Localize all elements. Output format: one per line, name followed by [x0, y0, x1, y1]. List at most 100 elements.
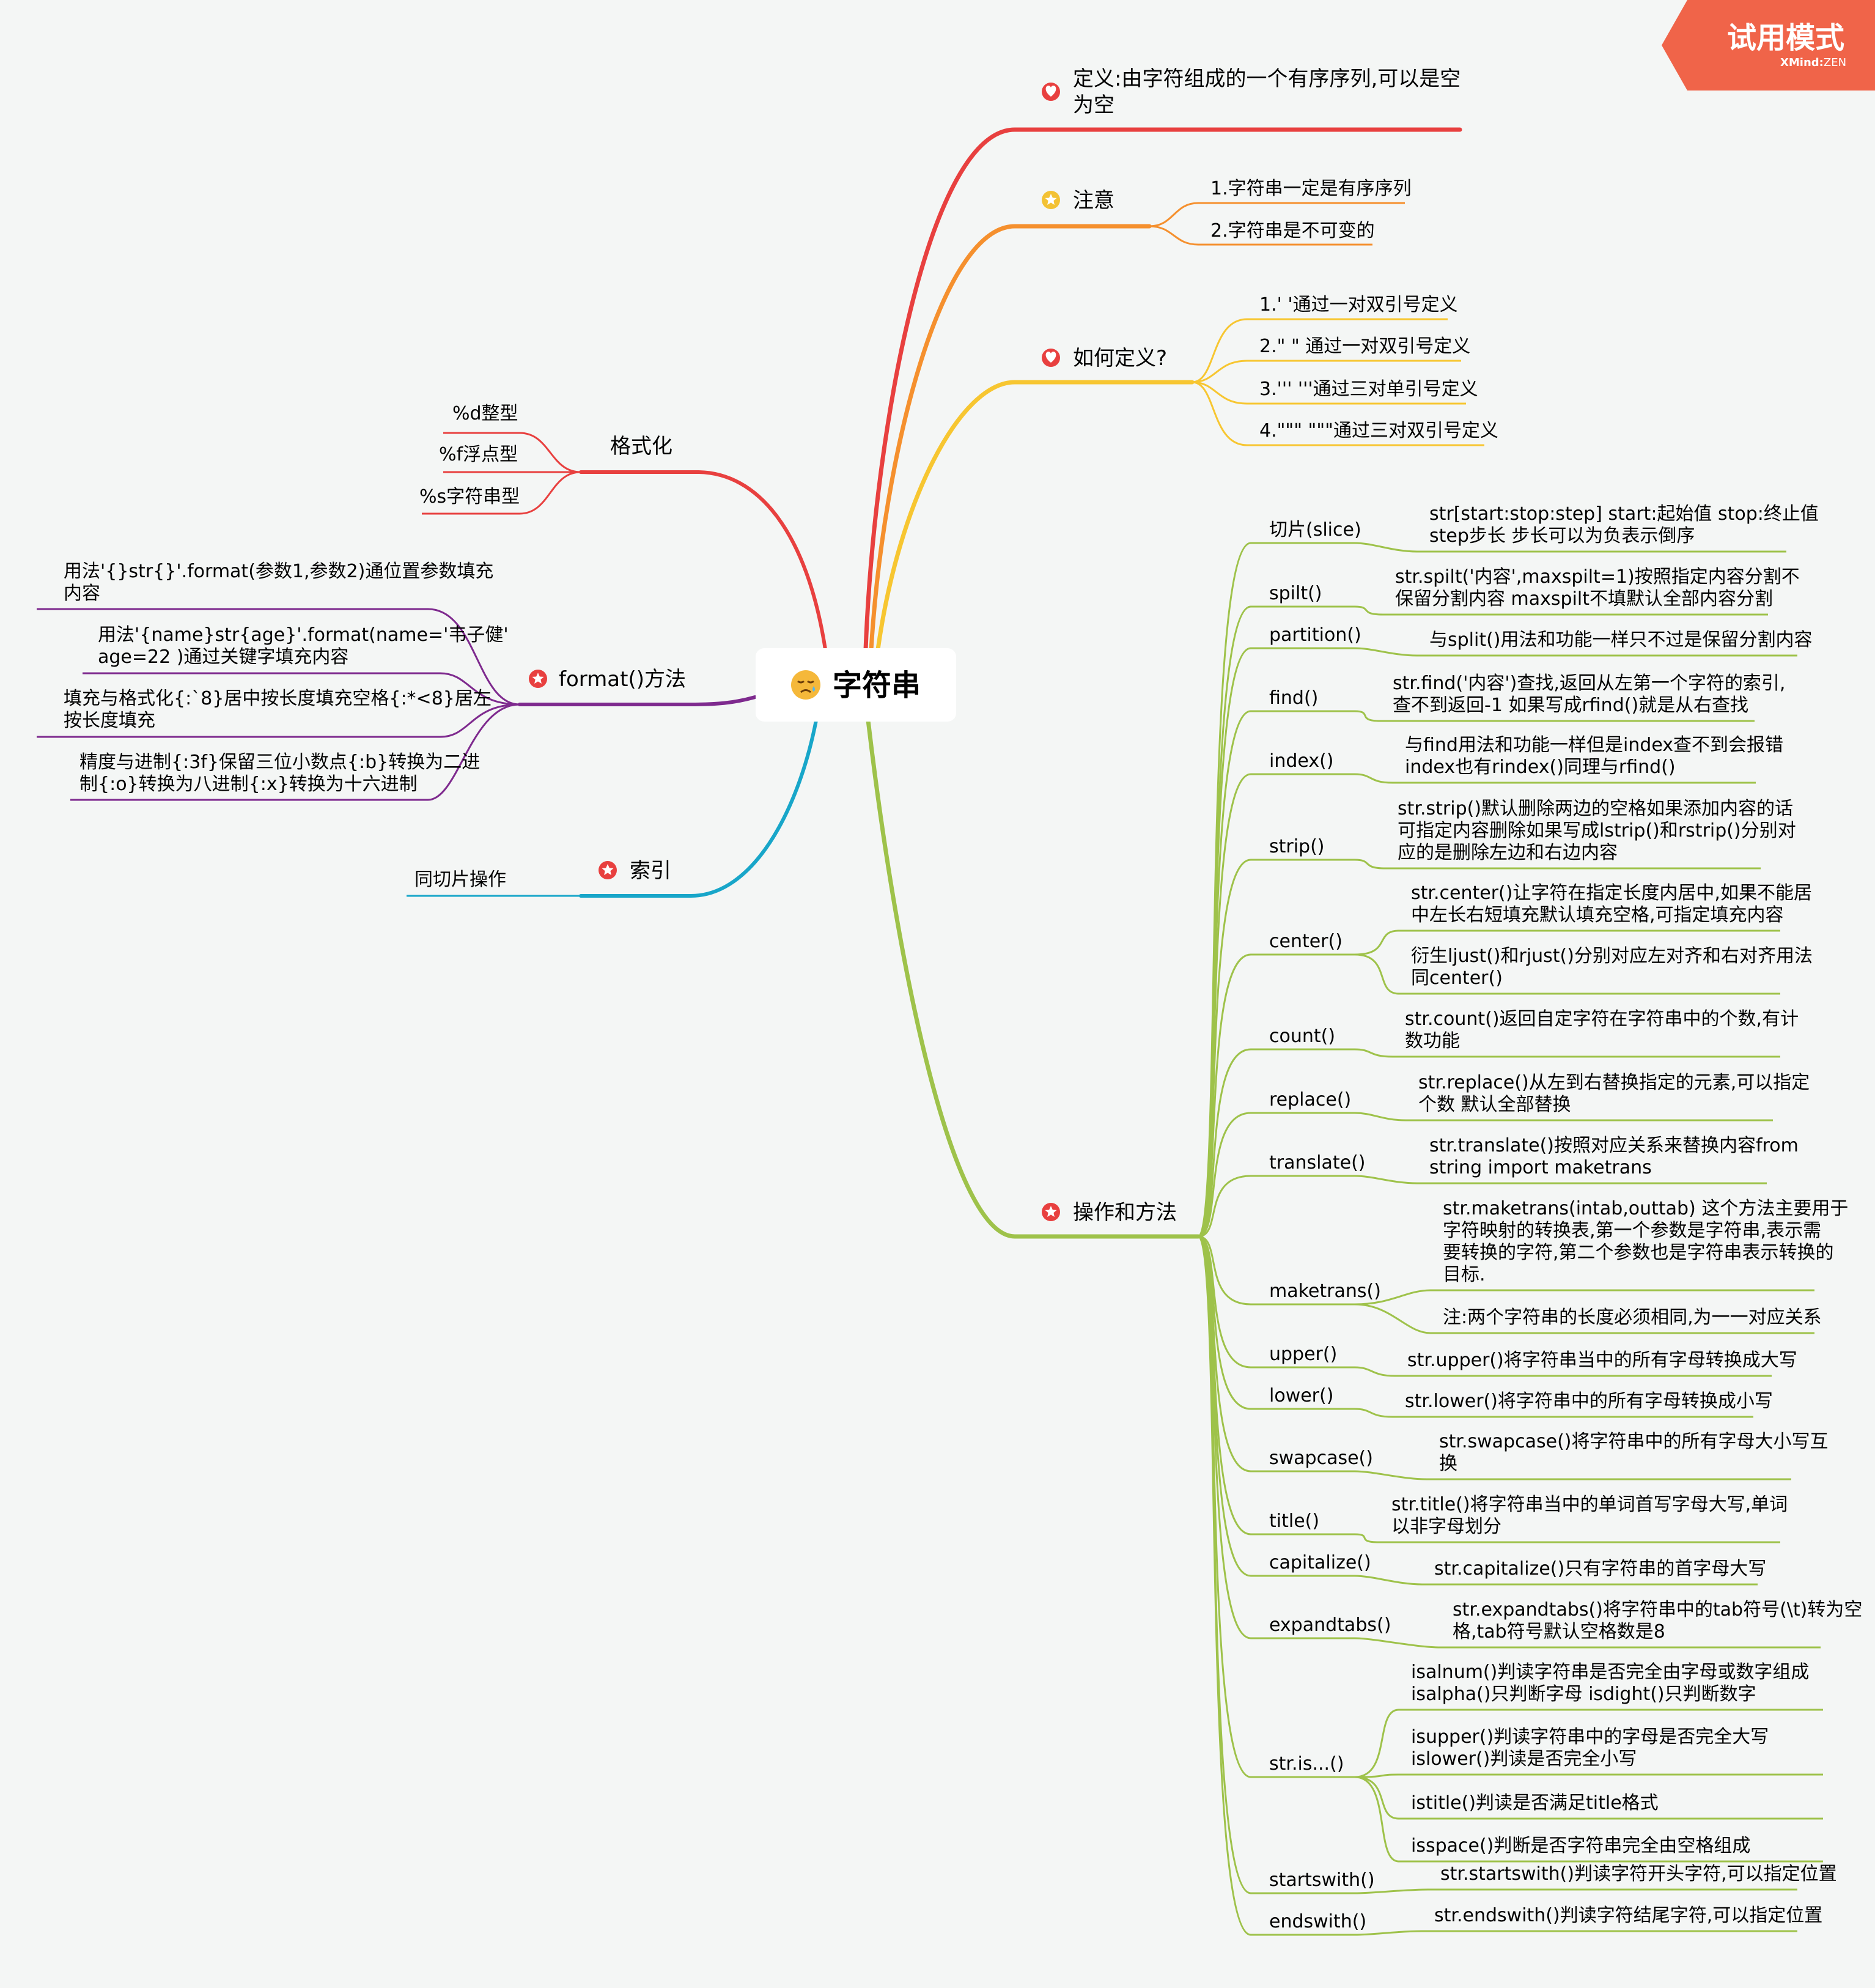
definition-line1: 定义:由字符组成的一个有序序列,可以是空 — [1073, 67, 1461, 91]
ops-desc-connector — [1354, 929, 1780, 956]
format-pct-item-3: %s字符串型 — [419, 486, 520, 508]
ops-desc-connector — [1354, 647, 1797, 657]
ops-method-name: spilt() — [1269, 583, 1322, 604]
ops-method[interactable]: swapcase() str.swapcase()将字符串中的所有字母大小写互换 — [1269, 1431, 1828, 1474]
ops-desc-connector — [1354, 1888, 1797, 1894]
ops-desc-connector — [1354, 1112, 1773, 1121]
ops-desc-line: 与split()用法和功能一样只不过是保留分割内容 — [1429, 629, 1813, 651]
ops-method[interactable]: spilt() str.spilt('内容',maxspilt=1)按照指定内容分… — [1269, 566, 1800, 610]
ops-connector — [1198, 1048, 1355, 1238]
ops-desc-line: str.translate()按照对应关系来替换内容from — [1429, 1135, 1799, 1156]
ops-desc-connector — [1354, 1776, 1823, 1863]
format-method-item-4a: 精度与进制{:3f}保留三位小数点{:b}转换为二进 — [79, 752, 480, 773]
ops-method[interactable]: maketrans()str.maketrans(intab,outtab) 这… — [1269, 1198, 1848, 1328]
branch-format-method — [518, 695, 757, 706]
ops-method[interactable]: expandtabs()str.expandtabs()将字符串中的tab符号(… — [1269, 1599, 1862, 1643]
ops-method[interactable]: count()str.count()返回自定字符在字符串中的个数,有计数功能 — [1269, 1008, 1799, 1052]
note-label: 注意 — [1073, 188, 1114, 213]
format-method-item-4b: 制{:o}转换为八进制{:x}转换为十六进制 — [79, 774, 418, 795]
ops-method[interactable]: lower()str.lower()将字符串中的所有字母转换成小写 — [1269, 1385, 1773, 1412]
ops-method[interactable]: replace()str.replace()从左到右替换指定的元素,可以指定个数… — [1269, 1072, 1810, 1115]
main-branches — [518, 127, 1462, 1239]
topic-format-method[interactable]: format()方法 用法'{}str{}'.format(参数1,参数2)通位… — [64, 561, 686, 795]
ops-desc-connector — [1354, 1709, 1823, 1778]
ops-method[interactable]: endswith()str.endswith()判读字符结尾字符,可以指定位置 — [1269, 1905, 1822, 1932]
ops-method[interactable]: startswith()str.startswith()判读字符开头字符,可以指… — [1269, 1863, 1837, 1891]
ops-desc-line: str.swapcase()将字符串中的所有字母大小写互 — [1439, 1431, 1828, 1452]
topic-note[interactable]: 注意 1.字符串一定是有序序列 2.字符串是不可变的 — [1042, 178, 1412, 242]
format-method-item-2a: 用法'{name}str{age}'.format(name='韦子健' — [98, 624, 509, 646]
ops-desc-line: str.title()将字符串当中的单词首写字母大写,单词 — [1391, 1494, 1788, 1515]
ops-method[interactable]: capitalize()str.capitalize()只有字符串的首字母大写 — [1269, 1552, 1766, 1580]
how-define-item-3: 3.''' '''通过三对单引号定义 — [1259, 379, 1478, 400]
ops-desc-line: 以非字母划分 — [1391, 1516, 1501, 1537]
ops-desc-line: str.replace()从左到右替换指定的元素,可以指定 — [1418, 1072, 1810, 1093]
definition-line2: 为空 — [1073, 93, 1114, 117]
ops-method[interactable]: strip()str.strip()默认删除两边的空格如果添加内容的话可指定内容… — [1269, 798, 1796, 863]
ops-method-desc: isspace()判断是否字符串完全由空格组成 — [1411, 1835, 1750, 1857]
ops-desc-line: string import maketrans — [1429, 1157, 1652, 1178]
ops-desc-line: str.strip()默认删除两边的空格如果添加内容的话 — [1398, 798, 1793, 819]
ops-method[interactable]: translate() str.translate()按照对应关系来替换内容fro… — [1269, 1135, 1799, 1178]
ops-desc-line: str.endswith()判读字符结尾字符,可以指定位置 — [1434, 1905, 1822, 1926]
root-node[interactable]: 字符串 — [756, 648, 956, 722]
ops-method[interactable]: 切片(slice) str[start:stop:step] start:起始值 … — [1269, 503, 1819, 547]
ops-desc-connector — [1354, 1289, 1814, 1306]
ops-method-desc: str.maketrans(intab,outtab) 这个方法主要用于字符映射… — [1443, 1198, 1848, 1285]
star-icon — [529, 670, 547, 688]
ops-desc-connector — [1354, 859, 1761, 870]
ops-desc-line: 中左长右短填充默认填充空格,可指定填充内容 — [1411, 904, 1784, 926]
ops-method[interactable]: title()str.title()将字符串当中的单词首写字母大写,单词以非字母… — [1269, 1494, 1788, 1537]
ops-desc-line: 应的是删除左边和右边内容 — [1398, 842, 1618, 863]
ops-methods: 切片(slice) str[start:stop:step] start:起始值 … — [1269, 503, 1862, 1932]
ops-desc-line: str.lower()将字符串中的所有字母转换成小写 — [1405, 1391, 1773, 1412]
ops-method-desc: 与split()用法和功能一样只不过是保留分割内容 — [1429, 629, 1813, 651]
ops-method-desc: str.lower()将字符串中的所有字母转换成小写 — [1405, 1391, 1773, 1412]
ops-desc-line: step步长 步长可以为负表示倒序 — [1429, 525, 1695, 547]
ops-desc-line: str[start:stop:step] start:起始值 stop:终止值 — [1429, 503, 1819, 525]
trial-mode-badge[interactable]: 试用模式 XMind:ZEN — [1662, 0, 1875, 91]
ops-method[interactable]: upper()str.upper()将字符串当中的所有字母转换成大写 — [1269, 1343, 1797, 1371]
ops-method-name: translate() — [1269, 1152, 1365, 1173]
ops-method-name: center() — [1269, 931, 1343, 952]
ops-method[interactable]: find()str.find('内容')查找,返回从左第一个字符的索引,查不到返… — [1269, 673, 1785, 716]
ops-method-name: 切片(slice) — [1269, 519, 1361, 541]
ops-connector — [1198, 1175, 1355, 1238]
topic-how-define[interactable]: 如何定义? 1.' '通过一对双引号定义 2." " 通过一对双引号定义 3.'… — [1042, 294, 1498, 442]
ops-desc-line: str.capitalize()只有字符串的首字母大写 — [1434, 1558, 1766, 1580]
star-icon — [1042, 191, 1060, 209]
heart-icon — [1042, 83, 1060, 101]
ops-desc-line: str.find('内容')查找,返回从左第一个字符的索引, — [1393, 673, 1785, 694]
topic-index[interactable]: 索引 同切片操作 — [414, 859, 671, 890]
ops-desc-connector — [1354, 1773, 1823, 1778]
ops-desc-connector — [1354, 1408, 1753, 1418]
ops-method-desc: str.swapcase()将字符串中的所有字母大小写互换 — [1439, 1431, 1828, 1474]
ops-desc-connector — [1354, 1575, 1758, 1586]
ops-method[interactable]: partition() 与split()用法和功能一样只不过是保留分割内容 — [1269, 624, 1813, 651]
ops-method-name: startswith() — [1269, 1869, 1375, 1891]
ops-method-desc: str.find('内容')查找,返回从左第一个字符的索引,查不到返回-1 如果… — [1393, 673, 1785, 716]
ops-desc-line: str.count()返回自定字符在字符串中的个数,有计 — [1405, 1008, 1799, 1030]
ops-method-desc: str.title()将字符串当中的单词首写字母大写,单词以非字母划分 — [1391, 1494, 1788, 1537]
ops-desc-connector — [1354, 773, 1756, 784]
format-pct-label: 格式化 — [610, 434, 672, 459]
topic-format-pct[interactable]: 格式化 %d整型 %f浮点型 %s字符串型 — [419, 403, 672, 508]
ops-method-name: swapcase() — [1269, 1447, 1373, 1469]
topic-ops[interactable]: 操作和方法 — [1042, 1200, 1177, 1225]
how-define-label: 如何定义? — [1073, 346, 1167, 371]
ops-method[interactable]: center()str.center()让字符在指定长度内居中,如果不能居中左长… — [1269, 882, 1813, 989]
format-method-item-3b: 按长度填充 — [64, 710, 155, 731]
ops-desc-connector — [1354, 1776, 1823, 1820]
ops-desc-line: isalpha()只判断字母 isdight()只判断数字 — [1411, 1683, 1756, 1705]
ops-desc-line: str.spilt('内容',maxspilt=1)按照指定内容分割不 — [1395, 566, 1800, 588]
ops-method-name: partition() — [1269, 624, 1361, 646]
ops-desc-line: islower()判读是否完全小写 — [1411, 1748, 1637, 1770]
topic-definition[interactable]: 定义:由字符组成的一个有序序列,可以是空 为空 — [1042, 67, 1467, 117]
